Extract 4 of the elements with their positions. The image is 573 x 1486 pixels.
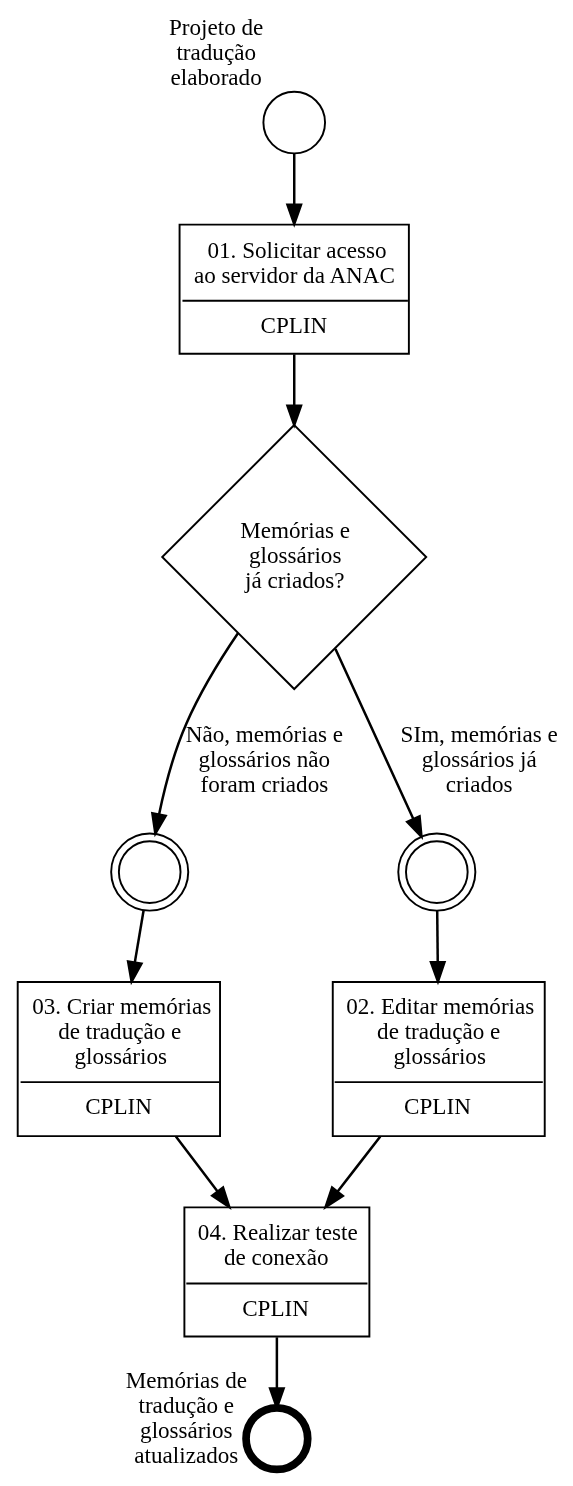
edge-label: SIm, memórias e glossários já criados: [400, 721, 558, 798]
edge-label: Não, memórias e glossários não foram criados: [185, 721, 343, 798]
node-label: Memórias de tradução e glossários atualizados: [125, 1366, 247, 1468]
node-label: Projeto de tradução elaborado: [168, 14, 263, 91]
